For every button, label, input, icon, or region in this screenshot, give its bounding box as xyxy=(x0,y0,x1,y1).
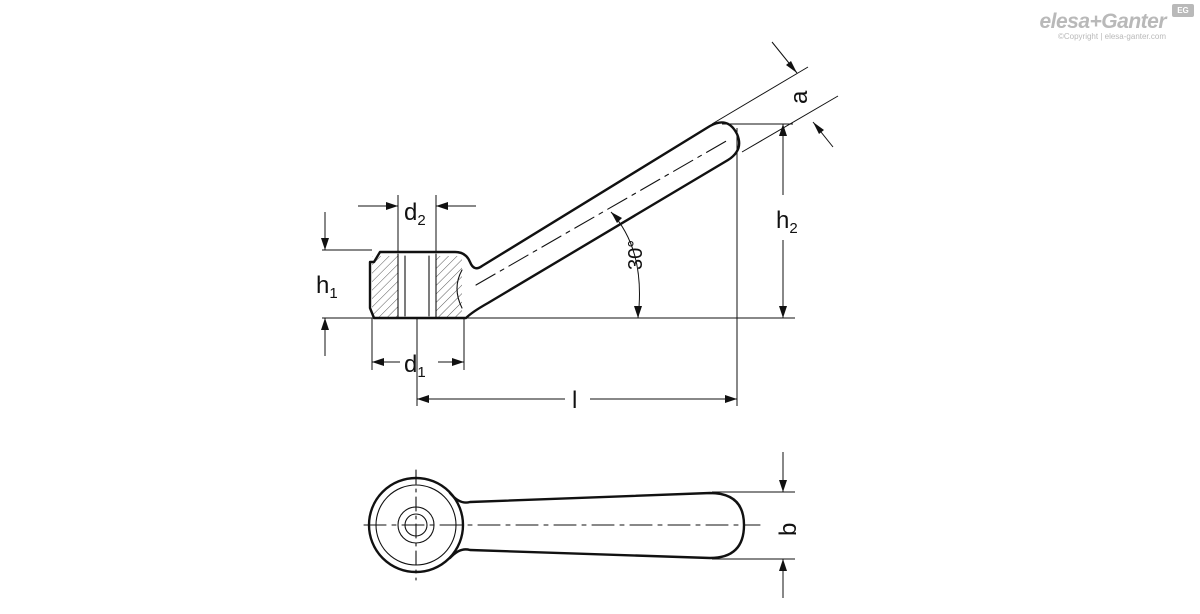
dim-d2: d2 xyxy=(358,195,476,252)
label-a: a xyxy=(786,90,813,104)
dim-a: a xyxy=(711,41,839,153)
brand-logo-icon: EG xyxy=(1172,4,1194,17)
brand-name: elesa+Ganter xyxy=(1039,10,1166,33)
dim-l: l xyxy=(416,128,738,414)
side-view xyxy=(322,121,795,320)
brand-copyright: ©Copyright | elesa-ganter.com xyxy=(1057,32,1166,41)
hub-section-left xyxy=(372,256,398,317)
label-h1: h1 xyxy=(316,272,338,302)
dim-angle: 30° xyxy=(610,211,647,319)
label-d2: d2 xyxy=(404,199,426,229)
dim-d1: d1 xyxy=(371,318,465,381)
dim-h1: h1 xyxy=(316,212,338,356)
dim-h2: h2 xyxy=(722,123,798,318)
label-angle: 30° xyxy=(625,240,647,270)
boss-curve xyxy=(456,269,463,309)
top-view xyxy=(363,469,761,581)
brand-watermark: elesa+Ganter ©Copyright | elesa-ganter.c… xyxy=(1039,10,1166,41)
label-l: l xyxy=(572,387,577,414)
handle-centerline xyxy=(475,139,729,286)
label-b: b xyxy=(775,523,802,536)
hub-section-right xyxy=(436,256,462,317)
label-h2: h2 xyxy=(776,207,798,237)
label-d1: d1 xyxy=(404,351,426,381)
dim-b: b xyxy=(712,452,802,598)
